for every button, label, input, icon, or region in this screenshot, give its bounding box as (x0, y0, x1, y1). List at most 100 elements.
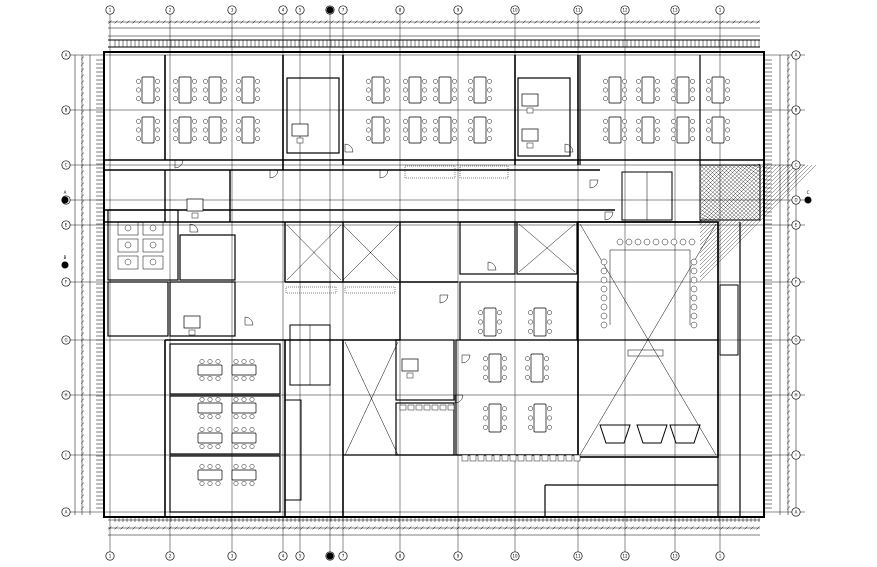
chair (636, 127, 641, 133)
chair (502, 424, 507, 430)
chair (600, 303, 608, 311)
chair (433, 118, 438, 124)
door (189, 223, 199, 233)
grid-bubble-label: 1 (719, 553, 722, 558)
chair (544, 374, 549, 380)
chair (634, 238, 642, 246)
chair (468, 87, 473, 93)
chair (690, 96, 695, 102)
table (197, 432, 223, 444)
chair (222, 127, 227, 133)
chair (706, 118, 711, 124)
toilet (149, 224, 157, 232)
chair (403, 127, 408, 133)
chair (483, 415, 488, 421)
grid-bubble-label: 12 (622, 553, 628, 558)
chair (255, 78, 260, 84)
chair (625, 238, 633, 246)
grid-bubble (670, 551, 680, 561)
chair (461, 454, 469, 462)
grid-bubble-label: 4 (282, 7, 285, 12)
chair (670, 238, 678, 246)
grid-bubble-label: B (795, 107, 798, 112)
grid-bubble (453, 551, 463, 561)
door (379, 169, 389, 179)
chair (215, 414, 221, 419)
chair (241, 427, 247, 432)
chair (207, 359, 213, 364)
grid-bubble (61, 335, 71, 345)
grid-bubble (510, 551, 520, 561)
grid-bubble-label: A (65, 52, 68, 57)
chair (603, 87, 608, 93)
table (231, 469, 257, 481)
grid-bubble-label: C (795, 162, 798, 167)
chair (215, 376, 221, 381)
grid-bubble (791, 160, 801, 170)
toilet (124, 241, 132, 249)
grid-bubble-label: E (65, 222, 68, 227)
chair (136, 118, 141, 124)
chair (690, 127, 695, 133)
chair (173, 96, 178, 102)
grid-bubble (715, 551, 725, 561)
table (641, 76, 655, 104)
grid-bubble-label: 9 (457, 7, 460, 12)
grid-bubble (165, 5, 175, 15)
table (231, 364, 257, 376)
grid-bubble (61, 277, 71, 287)
grid-bubble-label: I (795, 452, 796, 457)
chair (255, 136, 260, 142)
chair (215, 397, 221, 402)
grid-bubble (105, 551, 115, 561)
chair (207, 376, 213, 381)
chair (616, 238, 624, 246)
grid-bubble-label: F (65, 279, 68, 284)
chair (233, 444, 239, 449)
grid-bubble-label: 11 (575, 553, 581, 558)
grid-bubble (338, 5, 348, 15)
chair (483, 374, 488, 380)
grid-bubble (61, 50, 71, 60)
grid-bubble (165, 551, 175, 561)
chair (192, 96, 197, 102)
chair (452, 87, 457, 93)
chair (600, 276, 608, 284)
grid-bubble-label: 13 (672, 7, 678, 12)
booth (636, 424, 668, 444)
toilet-stall (117, 255, 139, 270)
grid-bubble (620, 5, 630, 15)
chair (636, 118, 641, 124)
grid-bubble-label: 1 (109, 553, 112, 558)
chair (433, 136, 438, 142)
chair (483, 365, 488, 371)
grid-bubble-label: 10 (512, 7, 518, 12)
chair (199, 376, 205, 381)
chair (422, 136, 427, 142)
table (371, 76, 385, 104)
toilet-stall (142, 221, 164, 236)
section-marker (326, 6, 334, 14)
toilet-stall (117, 238, 139, 253)
table (408, 116, 422, 144)
chair (469, 454, 477, 462)
grid-bubble-label: 1 (719, 7, 722, 12)
chair (136, 127, 141, 133)
grid-bubble (395, 5, 405, 15)
chair (415, 404, 423, 411)
chair (478, 328, 483, 334)
chair (403, 78, 408, 84)
desk (291, 123, 309, 137)
chair (725, 136, 730, 142)
chair (447, 404, 455, 411)
chair (655, 118, 660, 124)
chair (136, 87, 141, 93)
chair (255, 118, 260, 124)
chair (517, 454, 525, 462)
table (178, 76, 192, 104)
chair (636, 136, 641, 142)
table (438, 116, 452, 144)
chair (547, 415, 552, 421)
desk (186, 198, 204, 212)
chair (203, 127, 208, 133)
